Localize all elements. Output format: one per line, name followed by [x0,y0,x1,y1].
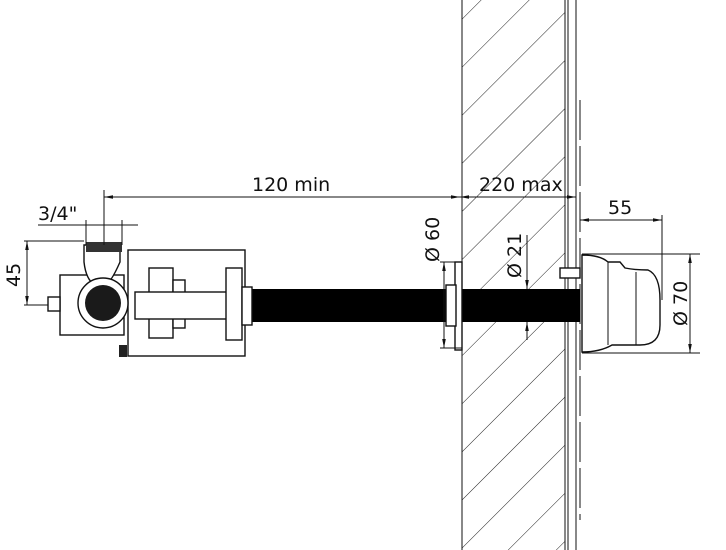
wall-flange [445,261,463,351]
pipe-diameter-label: Ø 21 [504,233,526,278]
thread-label: 3/4" [38,203,77,225]
min-distance-label: 120 min [252,174,330,196]
extension-rod [245,289,580,322]
wall-max-label: 220 max [479,174,563,196]
flange-diameter-label: Ø 60 [422,217,444,262]
shower-head [559,254,661,353]
head-depth-label: 55 [608,197,632,219]
height-offset-label: 45 [3,263,25,287]
valve-body [47,242,253,357]
wall [461,0,581,550]
dimension-lines [24,190,700,354]
head-diameter-label: Ø 70 [670,281,692,326]
